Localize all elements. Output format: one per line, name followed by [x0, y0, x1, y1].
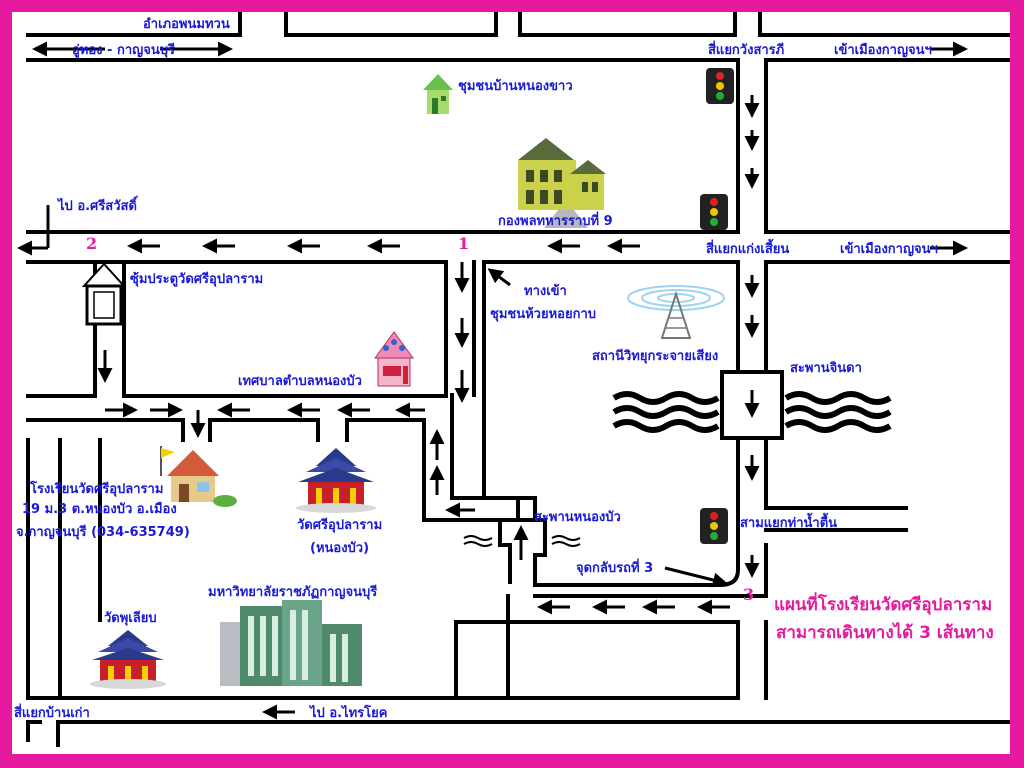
label-army-regiment: กองพลทหารราบที่ 9	[498, 211, 613, 229]
route-marker-1: 1	[458, 234, 469, 253]
label-u-thong-kanchanaburi: อู่ทอง - กาญจนบุรี	[72, 42, 175, 58]
temple-icon	[90, 630, 166, 689]
label-sayaeng-ban-kao: สี่แยกบ้านเก่า	[14, 703, 90, 721]
label-saphan-nong-bua: สะพานหนองบัว	[534, 510, 621, 525]
label-wat-sub: (หนองบัว)	[310, 541, 369, 556]
label-chumchon-nong-khao: ชุมชนบ้านหนองขาว	[458, 78, 573, 94]
house-icon	[423, 74, 453, 114]
label-wat-phu-liap: วัดพุเลียบ	[104, 610, 157, 626]
label-amphoe-phanom-thuan: อำเภอพนมทวน	[143, 16, 230, 32]
label-university: มหาวิทยาลัยราชภัฏกาญจนบุรี	[208, 584, 377, 600]
traffic-light-icon	[700, 194, 728, 230]
water-wave-icon	[463, 391, 892, 547]
label-school-addr2: จ.กาญจนบุรี (034-635749)	[16, 524, 190, 540]
label-into-town-mid: เข้าเมืองกาญจนฯ	[840, 241, 938, 257]
label-into-town-top: เข้าเมืองกาญจนฯ	[834, 42, 932, 58]
label-tessaban: เทศบาลตำบลหนองบัว	[238, 373, 362, 389]
traffic-light-icon	[706, 68, 734, 104]
office-building-icon	[220, 600, 362, 686]
house-icon	[160, 446, 237, 507]
label-chumchon-huai-hoi-kaphao: ชุมชนห้วยหอยกาบ	[490, 306, 596, 322]
mansion-icon	[518, 138, 606, 228]
label-school-name: โรงเรียนวัดศรีอุปลาราม	[29, 480, 163, 497]
label-sayaeng-wang-sarapi: สี่แยกวังสารภี	[708, 40, 784, 58]
temple-icon	[296, 448, 376, 513]
label-to-sai-yok: ไป อ.ไทรโยค	[308, 704, 387, 721]
house-icon	[374, 331, 414, 387]
label-sayaeng-kaeng-sian: สี่แยกแก่งเสี้ยน	[706, 238, 789, 257]
label-temple-gate: ซุ้มประตูวัดศรีอุปลาราม	[130, 271, 263, 287]
label-to-si-sawat: ไป อ.ศรีสวัสดิ์	[56, 195, 139, 214]
label-wat-name: วัดศรีอุปลาราม	[297, 517, 382, 533]
map-title-line2: สามารถเดินทางได้ 3 เส้นทาง	[776, 622, 994, 643]
label-saphan-chinda: สะพานจินดา	[790, 361, 862, 376]
route-marker-2: 2	[86, 234, 97, 253]
label-samyaeng-tha-nam-tuen: สามแยกท่าน้ำตื้น	[740, 512, 837, 531]
label-uturn: จุดกลับรถที่ 3	[576, 558, 653, 576]
road-network	[26, 12, 1010, 747]
label-school-addr1: 19 ม.3 ต.หนองบัว อ.เมือง	[22, 501, 177, 517]
pavilion-icon	[81, 262, 127, 326]
label-entrance: ทางเข้า	[524, 283, 567, 299]
label-radio-station: สถานีวิทยุกระจายเสียง	[592, 348, 718, 364]
radio-tower-icon	[627, 285, 725, 339]
map-background	[12, 12, 1010, 754]
map-title-line1: แผนที่โรงเรียนวัดศรีอุปลาราม	[774, 592, 992, 615]
traffic-light-icon	[700, 508, 728, 544]
route-marker-3: 3	[743, 585, 754, 604]
direction-arrows	[17, 41, 968, 720]
